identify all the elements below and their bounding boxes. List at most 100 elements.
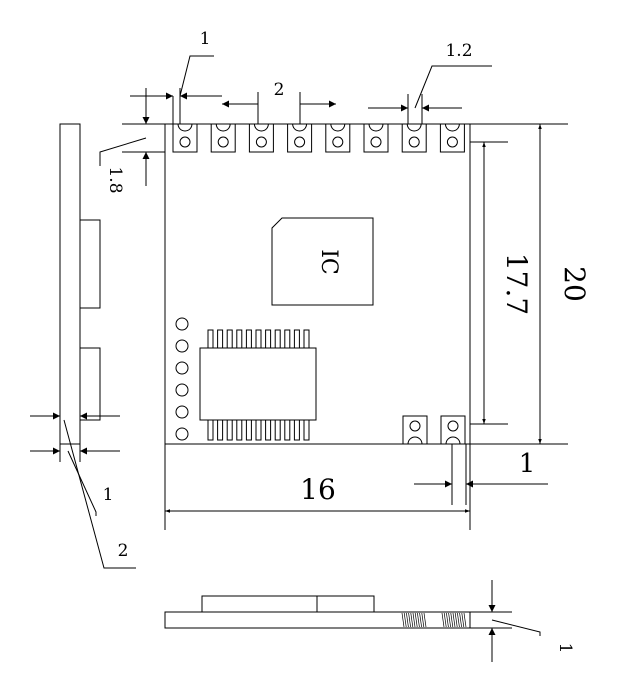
- soic-pin-top: [207, 329, 214, 349]
- soic-pin-bottom: [284, 419, 291, 441]
- soic-pin-bottom: [293, 419, 300, 441]
- dim-inner-height: 17.7: [500, 253, 533, 315]
- side-board: [59, 123, 81, 445]
- top-pad: [172, 123, 198, 153]
- soic-pins: [207, 329, 310, 441]
- top-pad-hole: [332, 136, 344, 148]
- dim-side-pad: 1: [103, 485, 114, 505]
- hatch-line: [452, 612, 456, 628]
- top-pad-hole: [370, 136, 382, 148]
- hatch-line: [410, 612, 414, 628]
- side-view: [30, 123, 136, 569]
- soic-pin-top: [274, 329, 281, 349]
- bottom-dimension-lines: [164, 444, 471, 530]
- dim-total-height: 20: [558, 266, 591, 302]
- top-pad-notch: [215, 123, 231, 132]
- bottom-right-pad-hole: [409, 420, 421, 432]
- soic-pin-top: [255, 329, 262, 349]
- dim-board-width: 16: [300, 473, 336, 506]
- hatch-line: [401, 612, 405, 628]
- top-pad: [287, 123, 313, 153]
- soic-pin-top: [284, 329, 291, 349]
- dim-pad-pitch: 2: [274, 80, 285, 100]
- soic-pin-bottom: [217, 419, 224, 441]
- top-pad: [210, 123, 236, 153]
- soic-pin-bottom: [245, 419, 252, 441]
- bottom-component-b: [316, 595, 375, 613]
- bottom-right-pads: [402, 415, 466, 445]
- hatch-line: [403, 612, 407, 628]
- top-pad-notch: [177, 123, 193, 132]
- ic-chip-outline: [271, 217, 374, 306]
- soic-pin-top: [303, 329, 310, 349]
- soic-pin-bottom: [226, 419, 233, 441]
- hatch-line: [406, 612, 409, 628]
- hatch-line: [443, 612, 447, 628]
- top-pad: [363, 123, 389, 153]
- soic-pin-bottom: [255, 419, 262, 441]
- top-pad: [401, 123, 427, 153]
- dim-edge-offset: 1.8: [105, 166, 125, 193]
- soic-pin-top: [226, 329, 233, 349]
- dim-pad-width: 1: [200, 29, 211, 49]
- soic-pin-top: [236, 329, 243, 349]
- left-hole: [175, 339, 189, 353]
- soic-pin-top: [245, 329, 252, 349]
- top-pad-hole: [217, 136, 229, 148]
- soic-pin-bottom: [207, 419, 214, 441]
- top-pad-hole: [294, 136, 306, 148]
- hatch-line: [408, 612, 411, 628]
- left-hole: [175, 427, 189, 441]
- top-pad-notch: [253, 123, 269, 132]
- hatch-line: [419, 612, 422, 628]
- left-hole: [175, 361, 189, 375]
- bottom-component-a: [201, 595, 318, 613]
- hatch-line: [454, 612, 458, 628]
- chip-label: IC: [316, 249, 341, 275]
- hatch-line: [463, 612, 467, 628]
- soic-pin-bottom: [303, 419, 310, 441]
- left-holes: [175, 317, 189, 441]
- bottom-side-view: [164, 580, 541, 662]
- top-pad-hole: [255, 136, 267, 148]
- top-pad-notch: [444, 123, 460, 132]
- top-pads: [172, 123, 465, 153]
- soic-pin-top: [265, 329, 272, 349]
- top-pad-notch: [292, 123, 308, 132]
- hatch-line: [412, 612, 416, 628]
- hatch-line: [448, 612, 451, 628]
- soic-pin-bottom: [236, 419, 243, 441]
- hatch-line: [441, 612, 445, 628]
- soic-body: [199, 347, 317, 421]
- dim-thickness: 1: [555, 643, 575, 654]
- top-dimension-lines: [99, 55, 492, 186]
- top-pad-hole: [446, 136, 458, 148]
- soic-pin-top: [293, 329, 300, 349]
- soic-pin-bottom: [274, 419, 281, 441]
- hatch-line: [414, 612, 418, 628]
- top-pad-hole: [408, 136, 420, 148]
- hatch-line: [421, 612, 425, 628]
- top-pad: [248, 123, 274, 153]
- hatch-line: [450, 612, 454, 628]
- bottom-right-pad: [402, 415, 428, 445]
- top-pad-notch: [368, 123, 384, 132]
- top-pad-hole: [179, 136, 191, 148]
- hatch-line: [417, 612, 420, 628]
- top-pad: [325, 123, 351, 153]
- hatch-line: [446, 612, 449, 628]
- hatch-line: [423, 612, 427, 628]
- left-hole: [175, 405, 189, 419]
- top-view: [164, 123, 471, 445]
- dim-pad-length-top: 1.2: [445, 41, 472, 61]
- side-component-lower: [79, 347, 101, 421]
- left-hole: [175, 383, 189, 397]
- hatch-line: [457, 612, 460, 628]
- hatch-line: [459, 612, 462, 628]
- right-dimension-lines: [414, 123, 568, 505]
- top-pad-notch: [406, 123, 422, 132]
- dim-bottom-right-pad: 1: [519, 449, 536, 479]
- side-component-upper: [79, 219, 101, 309]
- bottom-right-pad-notch: [445, 436, 461, 445]
- top-pad: [439, 123, 465, 153]
